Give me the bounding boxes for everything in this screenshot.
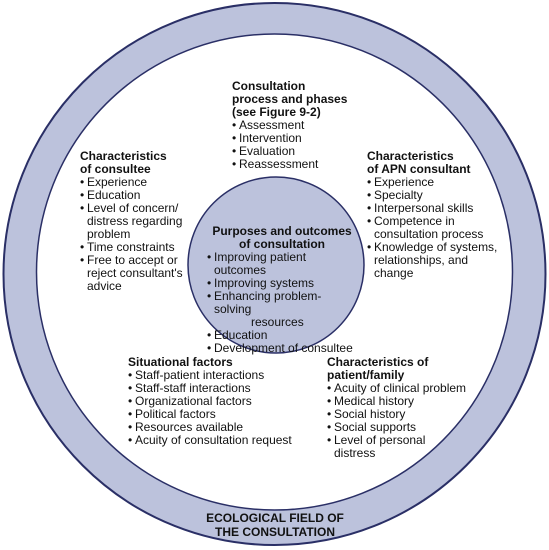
item-line: Enhancing problem-solving: [214, 289, 322, 316]
list-item: Acuity of consultation request: [128, 434, 303, 448]
item-line: Free to accept or: [87, 253, 178, 267]
list-item: Experience: [367, 175, 507, 190]
item-line: Experience: [374, 175, 435, 189]
apn-title-line: Characteristics: [367, 149, 454, 163]
list-item: Medical history: [327, 394, 477, 409]
item-line: Development of consultee: [214, 341, 353, 355]
list-item: Improving patient outcomes: [207, 251, 357, 277]
list-item: Organizational factors: [128, 395, 303, 409]
list-item: Social history: [327, 407, 477, 422]
purposes-title-line: Purposes and outcomes: [212, 224, 352, 238]
item-line: Education: [87, 188, 141, 202]
consultee-list: Experience Education Level of concern/ d…: [80, 176, 205, 293]
ecological-field-label: ECOLOGICAL FIELD OF THE CONSULTATION: [170, 511, 380, 539]
item-line: change: [374, 266, 414, 280]
list-item: Education: [80, 188, 205, 203]
list-item: Competence in consultation process: [367, 215, 507, 241]
item-line: Social history: [334, 407, 406, 421]
item-line: Acuity of clinical problem: [334, 381, 467, 395]
patient-list: Acuity of clinical problem Medical histo…: [327, 382, 477, 460]
patient-section: Characteristics of patient/family Acuity…: [327, 356, 477, 460]
item-line: Social supports: [334, 420, 417, 434]
list-item: Specialty: [367, 188, 507, 203]
list-item: Enhancing problem-solving resources: [207, 290, 357, 329]
list-item: Acuity of clinical problem: [327, 381, 477, 396]
list-item: Assessment: [232, 119, 372, 133]
item-line: problem: [87, 227, 131, 241]
process-title-line: process and phases: [232, 92, 348, 106]
list-item: Free to accept or reject consultant's ad…: [80, 254, 205, 293]
apn-section: Characteristics of APN consultant Experi…: [367, 150, 507, 280]
apn-title: Characteristics of APN consultant: [367, 150, 507, 176]
consultee-title: Characteristics of consultee: [80, 150, 205, 176]
item-line: Interpersonal skills: [374, 201, 474, 215]
list-item: Intervention: [232, 132, 372, 146]
purposes-title: Purposes and outcomes of consultation: [207, 225, 357, 251]
list-item: Education: [207, 328, 357, 343]
field-label-line: THE CONSULTATION: [215, 525, 335, 539]
item-line: Specialty: [374, 188, 423, 202]
item-line: Knowledge of systems,: [374, 240, 498, 254]
list-item: Social supports: [327, 420, 477, 435]
field-label-line: ECOLOGICAL FIELD OF: [206, 511, 344, 525]
list-item: Level of personal distress: [327, 434, 477, 460]
item-line: distress regarding: [87, 214, 183, 228]
consultee-section: Characteristics of consultee Experience …: [80, 150, 205, 293]
situational-section: Situational factors Staff-patient intera…: [128, 356, 303, 448]
situational-title-line: Situational factors: [128, 355, 233, 369]
process-title-line: (see Figure 9-2): [232, 105, 321, 119]
list-item: Evaluation: [232, 145, 372, 159]
purposes-section: Purposes and outcomes of consultation Im…: [207, 225, 357, 356]
list-item: Reassessment: [232, 158, 372, 172]
process-section: Consultation process and phases (see Fig…: [232, 80, 372, 172]
list-item: Resources available: [128, 421, 303, 435]
item-line: Medical history: [334, 394, 415, 408]
list-item: Staff-patient interactions: [128, 369, 303, 383]
list-item: Political factors: [128, 408, 303, 422]
list-item: Time constraints: [80, 240, 205, 255]
process-list: Assessment Intervention Evaluation Reass…: [232, 119, 372, 172]
item-line: Time constraints: [87, 240, 175, 254]
purposes-title-line: of consultation: [239, 237, 325, 251]
consultee-title-line: of consultee: [80, 162, 151, 176]
process-title-line: Consultation: [232, 79, 306, 93]
item-line: Experience: [87, 175, 148, 189]
item-line: Education: [214, 328, 268, 342]
situational-title: Situational factors: [128, 356, 303, 369]
apn-title-line: of APN consultant: [367, 162, 471, 176]
patient-title-line: Characteristics of: [327, 355, 429, 369]
item-line: Improving systems: [214, 276, 315, 290]
consultee-title-line: Characteristics: [80, 149, 167, 163]
situational-list: Staff-patient interactions Staff-staff i…: [128, 369, 303, 448]
item-line: relationships, and: [374, 253, 469, 267]
purposes-list: Improving patient outcomes Improving sys…: [207, 251, 357, 356]
list-item: Experience: [80, 175, 205, 190]
item-line: reject consultant's: [87, 266, 183, 280]
item-line: consultation process: [374, 227, 484, 241]
item-line: advice: [87, 279, 122, 293]
list-item: Staff-staff interactions: [128, 382, 303, 396]
list-item: Level of concern/ distress regarding pro…: [80, 202, 205, 241]
item-line: resources: [251, 315, 304, 329]
item-line: Improving patient outcomes: [214, 250, 307, 277]
list-item: Development of consultee: [207, 341, 357, 356]
patient-title-line: patient/family: [327, 368, 405, 382]
process-title: Consultation process and phases (see Fig…: [232, 80, 372, 119]
list-item: Improving systems: [207, 276, 357, 291]
item-line: Competence in: [374, 214, 455, 228]
apn-list: Experience Specialty Interpersonal skill…: [367, 176, 507, 280]
item-line: Level of personal: [334, 433, 426, 447]
list-item: Interpersonal skills: [367, 201, 507, 216]
item-line: distress: [334, 446, 376, 460]
item-line: Level of concern/: [87, 201, 179, 215]
list-item: Knowledge of systems, relationships, and…: [367, 241, 507, 280]
patient-title: Characteristics of patient/family: [327, 356, 477, 382]
